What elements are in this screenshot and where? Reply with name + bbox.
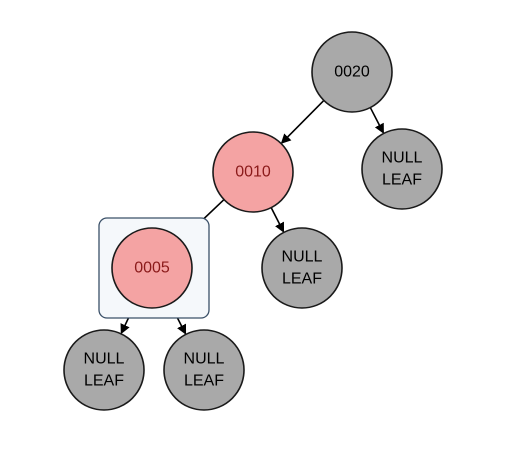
tree-node-n05l[interactable]: NULL LEAF bbox=[63, 329, 145, 411]
node-label: NULL bbox=[184, 351, 225, 368]
node-label: NULL bbox=[282, 249, 323, 266]
edge-n10-n10r bbox=[270, 207, 285, 233]
black-node-circle bbox=[361, 128, 443, 210]
node-label: 0020 bbox=[334, 64, 370, 81]
red-node-circle bbox=[111, 227, 193, 309]
tree-node-n05r[interactable]: NULL LEAF bbox=[163, 329, 245, 411]
node-label: NULL bbox=[84, 351, 125, 368]
node-label: LEAF bbox=[282, 271, 322, 288]
node-label: LEAF bbox=[382, 172, 422, 189]
black-node-circle bbox=[311, 31, 393, 113]
edge-n20-n10 bbox=[280, 99, 325, 144]
edge-n20-n20r bbox=[369, 107, 384, 134]
black-node-circle bbox=[261, 227, 343, 309]
tree-node-n05[interactable]: 0005 bbox=[111, 227, 193, 309]
tree-node-n10r[interactable]: NULL LEAF bbox=[261, 227, 343, 309]
red-node-circle bbox=[212, 131, 294, 213]
black-node-circle bbox=[63, 329, 145, 411]
node-label: 0005 bbox=[134, 260, 170, 277]
tree-node-n10[interactable]: 0010 bbox=[212, 131, 294, 213]
node-label: LEAF bbox=[184, 373, 224, 390]
tree-node-n20r[interactable]: NULL LEAF bbox=[361, 128, 443, 210]
node-label: 0010 bbox=[235, 164, 271, 181]
node-label: NULL bbox=[382, 150, 423, 167]
tree-node-n20[interactable]: 0020 bbox=[311, 31, 393, 113]
black-node-circle bbox=[163, 329, 245, 411]
node-label: LEAF bbox=[84, 373, 124, 390]
